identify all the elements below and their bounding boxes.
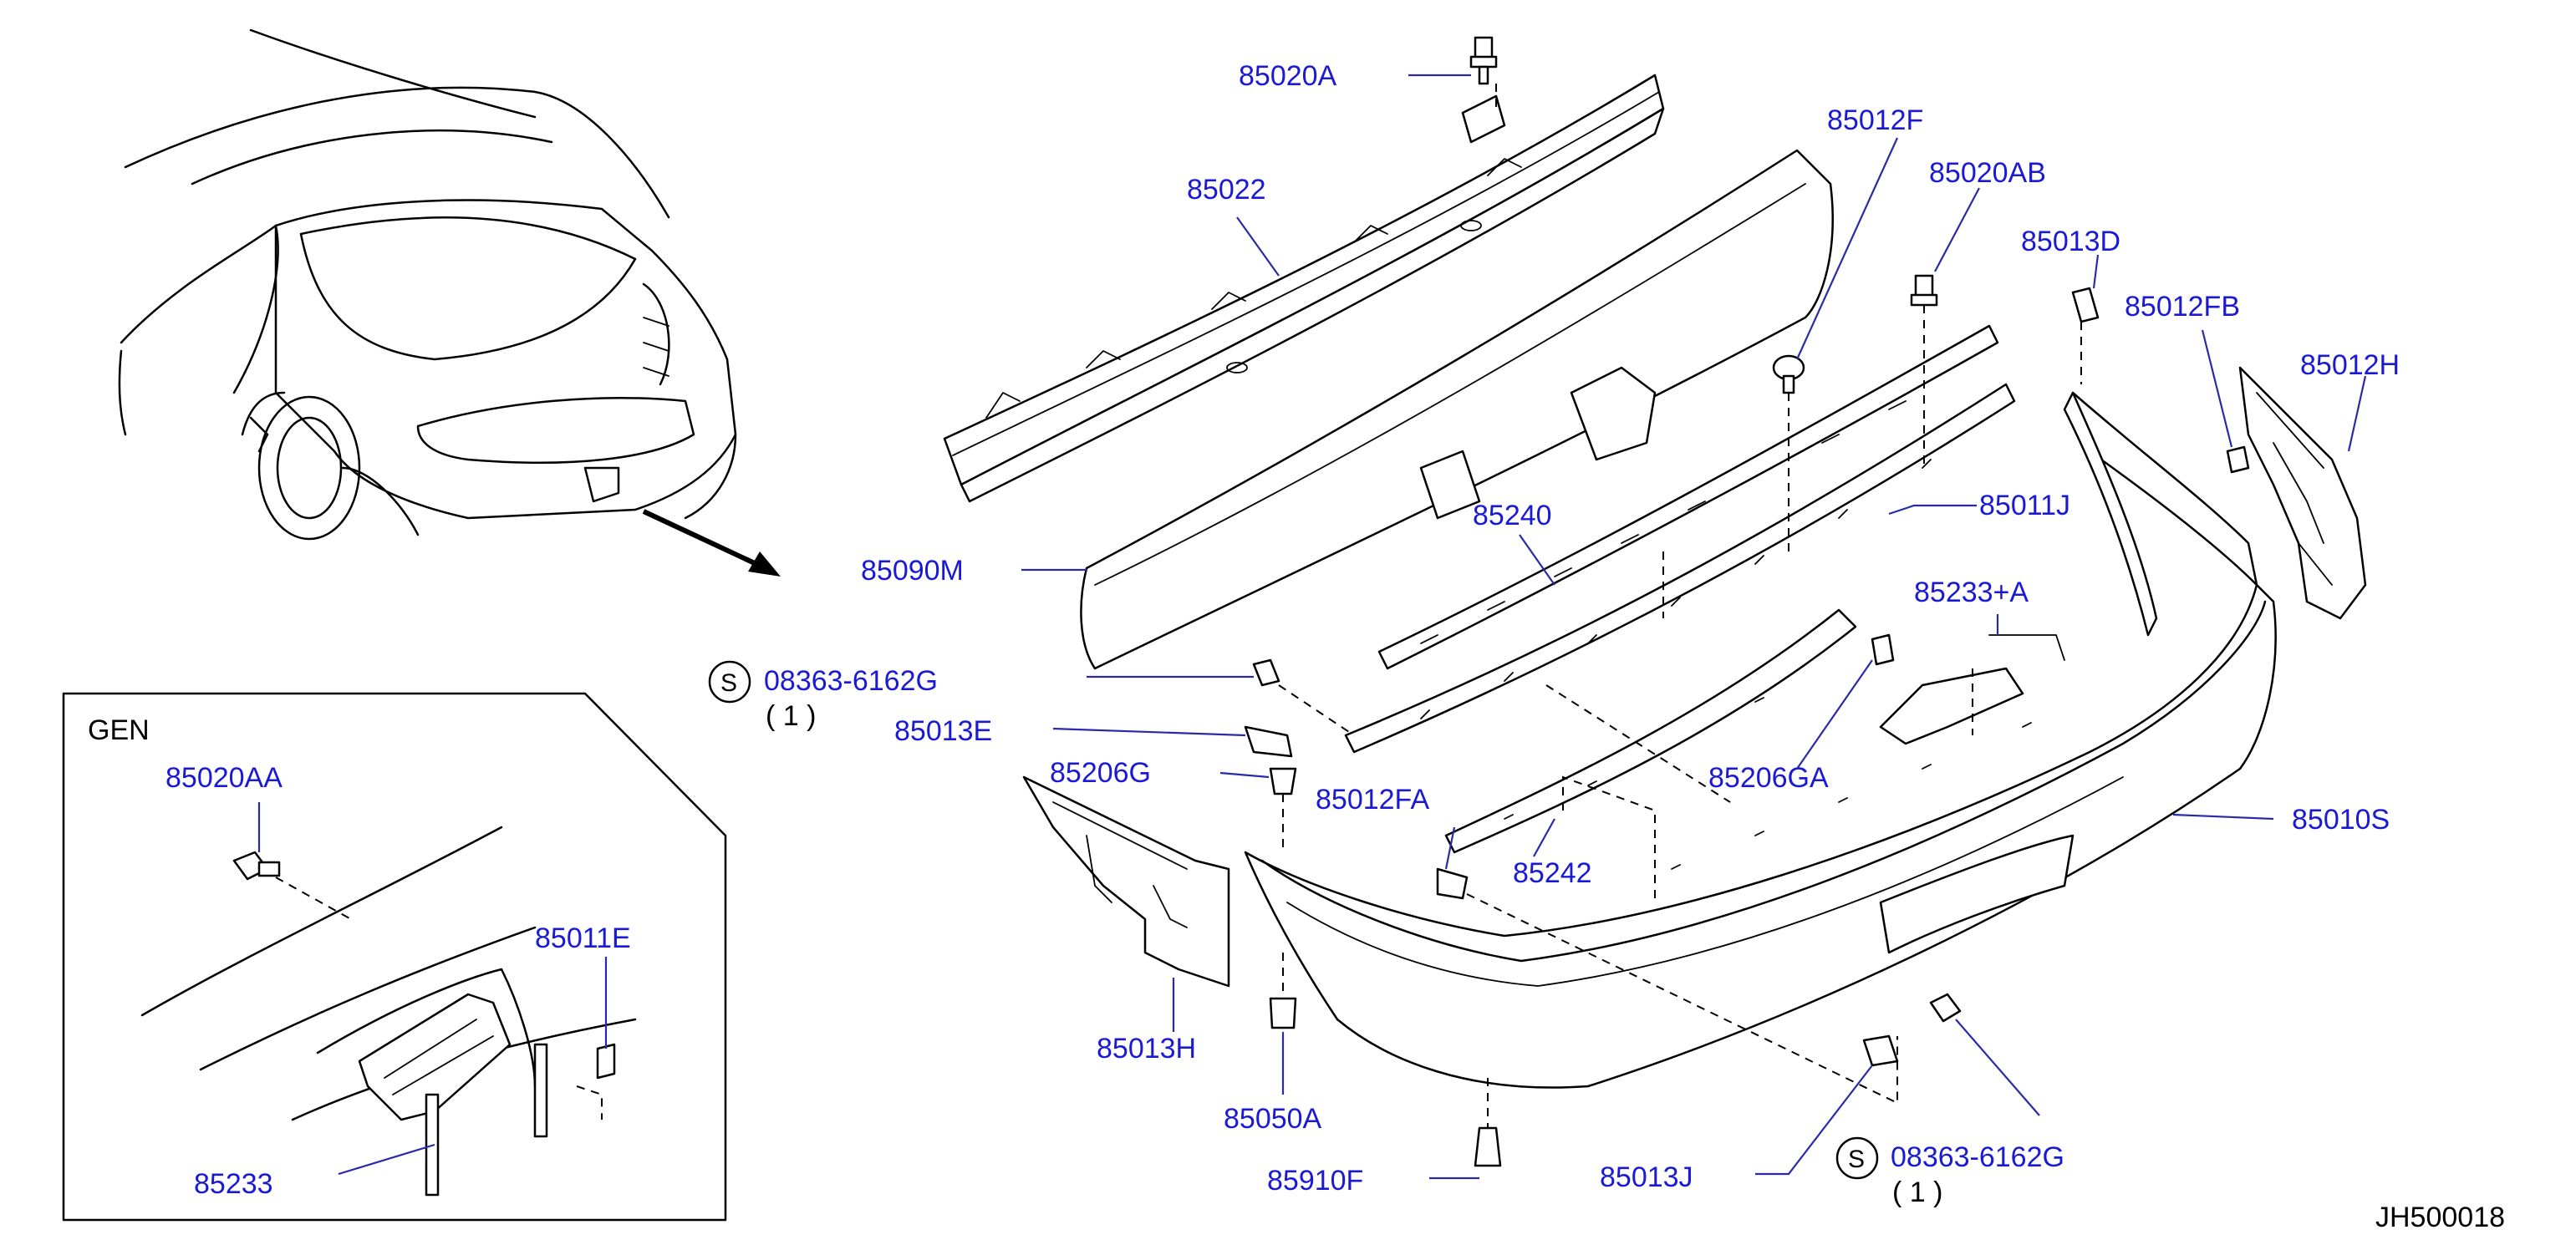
gen-inset-box (62, 692, 727, 1222)
label-85012FB: 85012FB (2125, 291, 2240, 323)
label-85233: 85233 (194, 1168, 273, 1200)
label-85010S: 85010S (2292, 804, 2390, 836)
clip-85206G (1269, 767, 1297, 795)
label-85011E: 85011E (535, 922, 631, 954)
clip-85050A (1269, 997, 1297, 1029)
clip-85013J (1862, 1034, 1899, 1067)
screw-symbol-left: S (720, 669, 737, 697)
clip-85013E (1244, 725, 1293, 758)
label-85206G: 85206G (1050, 757, 1151, 789)
screw-part-left: 08363-6162G (764, 665, 938, 697)
screw-callout-left: S 08363-6162G ( 1 ) (708, 660, 938, 732)
label-85020AB: 85020AB (1929, 157, 2046, 189)
car-overview-illustration (118, 28, 737, 541)
retainer-85242 (1444, 608, 1857, 854)
screw-qty-left: ( 1 ) (766, 700, 816, 732)
label-85011J: 85011J (1979, 490, 2070, 521)
clip-85012FA (1436, 867, 1469, 900)
clip-85012FB (2226, 445, 2250, 474)
label-85242: 85242 (1513, 857, 1592, 889)
direction-arrow (642, 509, 771, 572)
gen-inset-title: GEN (88, 714, 150, 746)
bumper-fascia-85010S (1244, 391, 2277, 1089)
direction-arrow-head (748, 551, 781, 577)
clip-85910F (1474, 1126, 1502, 1167)
label-85013D: 85013D (2021, 226, 2120, 257)
diagram-id: JH500018 (2375, 1202, 2505, 1233)
label-85012FA: 85012FA (1316, 784, 1429, 816)
bolt-85020A (1469, 36, 1498, 85)
screw-symbol-right: S (1848, 1146, 1865, 1173)
screw-lower-right (1929, 993, 1962, 1023)
label-85240: 85240 (1473, 500, 1552, 531)
retainer-85240 (1377, 324, 1999, 670)
screw-qty-right: ( 1 ) (1892, 1176, 1942, 1208)
bolt-85020AB (1910, 274, 1938, 307)
label-85022: 85022 (1187, 174, 1266, 206)
bolt-85020AA (232, 851, 352, 920)
bracket-85233A (1879, 634, 2065, 745)
retainer-85011J (1344, 383, 2016, 754)
label-85050A: 85050A (1224, 1103, 1322, 1135)
label-85013J: 85013J (1600, 1161, 1693, 1193)
screw-callout-right: S 08363-6162G ( 1 ) (1835, 1136, 2064, 1208)
label-85013E: 85013E (894, 715, 992, 747)
label-85012H: 85012H (2300, 349, 2400, 381)
clip-85013D (2071, 287, 2100, 323)
clip-85206GA (1871, 633, 1895, 666)
label-85020AA: 85020AA (165, 762, 283, 794)
label-85090M: 85090M (861, 555, 964, 587)
alignment-lines (1278, 84, 2082, 1128)
label-85020A: 85020A (1239, 60, 1337, 92)
part-labels: 85020A 85022 85012F 85020AB 85013D 85012… (165, 60, 2400, 1200)
bracket-85013H (1022, 775, 1230, 988)
screw-part-right: 08363-6162G (1891, 1141, 2064, 1173)
label-85910F: 85910F (1267, 1165, 1363, 1197)
label-85233A: 85233+A (1914, 577, 2029, 608)
screw-upper-left (1252, 658, 1280, 687)
label-85206GA: 85206GA (1708, 762, 1829, 794)
clip-85012F (1772, 354, 1805, 394)
label-85012F: 85012F (1827, 104, 1923, 136)
label-85013H: 85013H (1097, 1033, 1196, 1065)
bracket-85012H (2238, 366, 2367, 620)
energy-absorber-85090M (1080, 149, 1834, 670)
leader-lines (257, 74, 2367, 1180)
reinforcement-85022 (943, 74, 1665, 503)
